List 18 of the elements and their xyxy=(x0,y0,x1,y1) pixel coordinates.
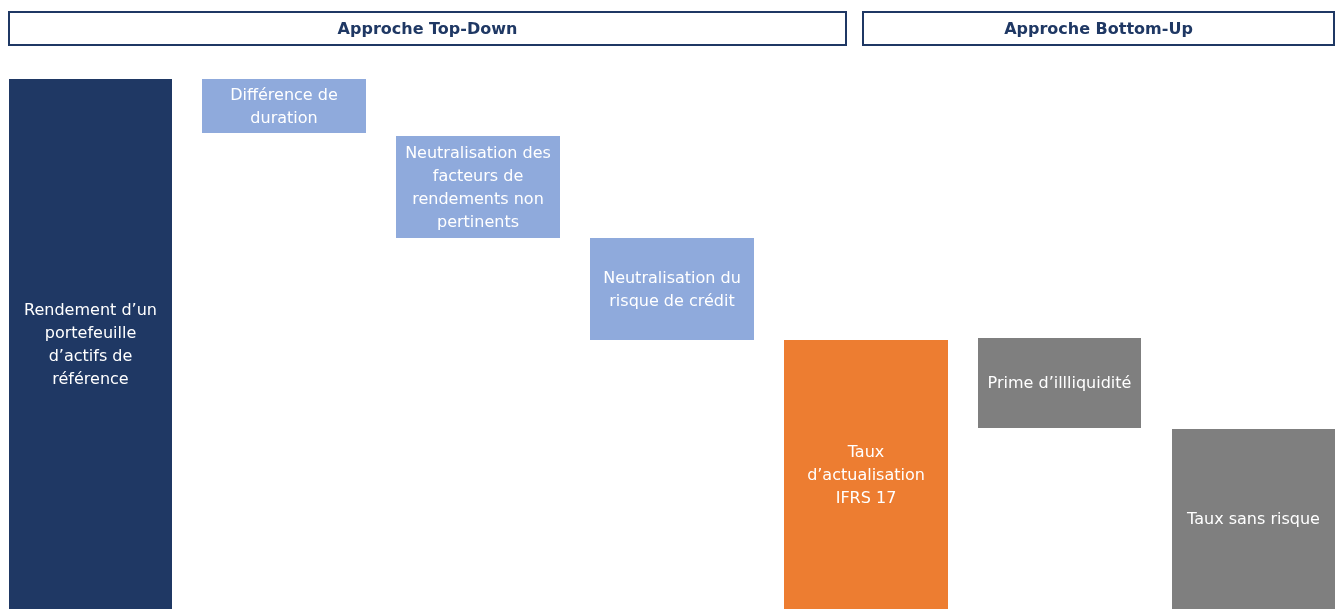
bar-label: Rendement d’un portefeuille d’actifs de référence xyxy=(23,298,158,391)
waterfall-bar xyxy=(202,79,366,133)
bar-label: Différence de duration xyxy=(229,83,339,129)
section-heading: Approche Bottom-Up xyxy=(1004,19,1193,38)
waterfall-bar xyxy=(1172,429,1335,609)
waterfall-bar xyxy=(784,340,948,609)
bar-label: Neutralisation du risque de crédit xyxy=(602,266,742,312)
bar-label: Taux d’actualisation IFRS 17 xyxy=(806,440,926,510)
bar-label: Taux sans risque xyxy=(1187,508,1320,531)
waterfall-bar xyxy=(9,79,172,609)
section-header-box xyxy=(8,11,847,46)
waterfall-bar xyxy=(590,238,754,340)
section-header-box xyxy=(862,11,1335,46)
waterfall-bar xyxy=(978,338,1141,428)
bar-label: Neutralisation des facteurs de rendements non pertinents xyxy=(404,141,552,234)
waterfall-bar xyxy=(396,136,560,238)
section-heading: Approche Top-Down xyxy=(337,19,518,38)
bar-label: Prime d’illliquidité xyxy=(987,372,1132,395)
